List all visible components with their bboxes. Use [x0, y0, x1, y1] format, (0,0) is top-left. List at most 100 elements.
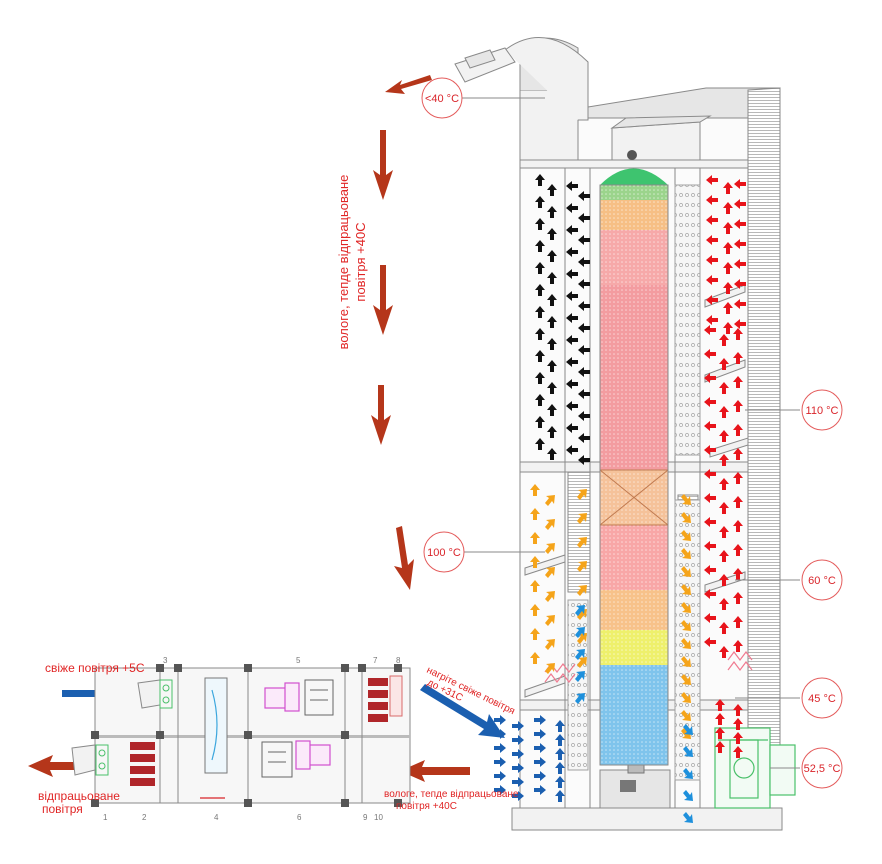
red-up-arrow: [715, 699, 725, 711]
red-left-arrow: [734, 259, 746, 269]
orange-ne-arrow: [545, 663, 555, 674]
red-left-arrow: [706, 255, 718, 265]
lightblue-se-arrow: [683, 790, 693, 801]
orange-ne-arrow: [577, 609, 587, 620]
black-up-arrow: [547, 272, 557, 284]
orange-se-arrow: [681, 620, 691, 631]
black-left-arrow: [566, 269, 578, 279]
red-up-arrow: [715, 713, 725, 725]
black-up-arrow: [547, 360, 557, 372]
orange-se-arrow: [681, 566, 691, 577]
black-left-arrow: [566, 225, 578, 235]
red-left-arrow: [706, 215, 718, 225]
orange-up-arrow: [530, 580, 540, 592]
temp-middle-zone: 100 °C: [427, 547, 461, 559]
red-left-arrow: [706, 315, 718, 325]
black-up-arrow: [535, 262, 545, 274]
red-left-arrow: [734, 239, 746, 249]
red-up-arrow: [719, 526, 729, 538]
temp-lower-zone: 60 °C: [808, 575, 836, 587]
black-left-arrow: [578, 191, 590, 201]
orange-ne-arrow: [545, 543, 555, 554]
heater-coils: [544, 651, 753, 683]
red-left-arrow: [706, 175, 718, 185]
red-up-arrow: [733, 328, 743, 340]
red-left-arrow: [734, 199, 746, 209]
unit-numbers: 1 2 3 4 5 6 7 8 9 10: [103, 656, 401, 822]
black-up-arrow: [547, 448, 557, 460]
red-left-arrow: [704, 445, 716, 455]
orange-se-arrow: [681, 602, 691, 613]
orange-se-arrow: [681, 494, 691, 505]
black-up-arrow: [547, 206, 557, 218]
red-up-arrow: [733, 544, 743, 556]
black-up-arrow: [535, 394, 545, 406]
black-left-arrow: [578, 257, 590, 267]
unit-number-2: 2: [142, 813, 147, 822]
red-up-arrow: [715, 727, 725, 739]
humid-exhaust-vertical-label: вологе, тепде відпрацьоване повітря +40С: [336, 175, 368, 350]
black-left-arrow: [566, 401, 578, 411]
black-left-arrow: [566, 357, 578, 367]
orange-ne-arrow: [545, 615, 555, 626]
black-up-arrow: [547, 426, 557, 438]
red-up-arrow: [719, 478, 729, 490]
black-up-arrow: [547, 316, 557, 328]
blue-up-arrow: [555, 776, 565, 788]
blue-right-arrow: [534, 757, 546, 767]
blue-right-arrow: [534, 743, 546, 753]
red-left-arrow: [734, 179, 746, 189]
humid-exhaust-line-2: повітря +40С: [353, 222, 368, 301]
black-left-arrow: [566, 335, 578, 345]
red-up-arrow: [733, 496, 743, 508]
blue-right-arrow: [534, 729, 546, 739]
perforated-panel-upper: [674, 184, 701, 456]
blue-up-arrow: [555, 790, 565, 802]
black-left-arrow: [566, 181, 578, 191]
blue-right-arrow: [494, 743, 506, 753]
red-up-arrow: [723, 302, 733, 314]
black-up-arrow: [547, 338, 557, 350]
red-left-arrow: [706, 295, 718, 305]
blue-right-arrow: [494, 785, 506, 795]
lightblue-ne-arrow: [575, 671, 585, 682]
red-up-arrow: [733, 746, 743, 758]
red-up-arrow: [719, 406, 729, 418]
red-up-arrow: [733, 400, 743, 412]
orange-up-arrow: [530, 556, 540, 568]
red-left-arrow: [704, 397, 716, 407]
orange-se-arrow: [681, 674, 691, 685]
unit-number-9: 9: [363, 813, 368, 822]
black-left-arrow: [578, 213, 590, 223]
orange-ne-arrow: [545, 495, 555, 506]
blue-up-arrow: [555, 734, 565, 746]
humid-return-label-1: вологе, тепде відпрацьоване: [384, 789, 519, 800]
red-left-arrow: [704, 373, 716, 383]
exhaust-out-label-2: повітря: [42, 802, 83, 816]
blue-right-arrow: [534, 715, 546, 725]
blue-up-arrow: [555, 720, 565, 732]
red-up-arrow: [733, 472, 743, 484]
red-up-arrow: [733, 704, 743, 716]
unit-number-8: 8: [396, 656, 401, 665]
red-left-arrow: [706, 275, 718, 285]
temp-top-outlet: <40 °C: [425, 93, 459, 105]
red-left-arrow: [704, 421, 716, 431]
black-up-arrow: [535, 240, 545, 252]
black-left-arrow: [578, 389, 590, 399]
exhaust-flow-arrows: [28, 75, 470, 782]
red-up-arrow: [733, 592, 743, 604]
red-up-arrow: [723, 202, 733, 214]
black-up-arrow: [535, 350, 545, 362]
red-up-arrow: [733, 448, 743, 460]
lightblue-se-arrow: [683, 724, 693, 735]
black-left-arrow: [566, 423, 578, 433]
orange-ne-arrow: [545, 519, 555, 530]
orange-up-arrow: [530, 508, 540, 520]
black-left-arrow: [578, 279, 590, 289]
blue-right-arrow: [512, 763, 524, 773]
orange-up-arrow: [530, 604, 540, 616]
grain-column: [599, 168, 669, 766]
black-up-arrow: [535, 328, 545, 340]
orange-up-arrow: [530, 532, 540, 544]
